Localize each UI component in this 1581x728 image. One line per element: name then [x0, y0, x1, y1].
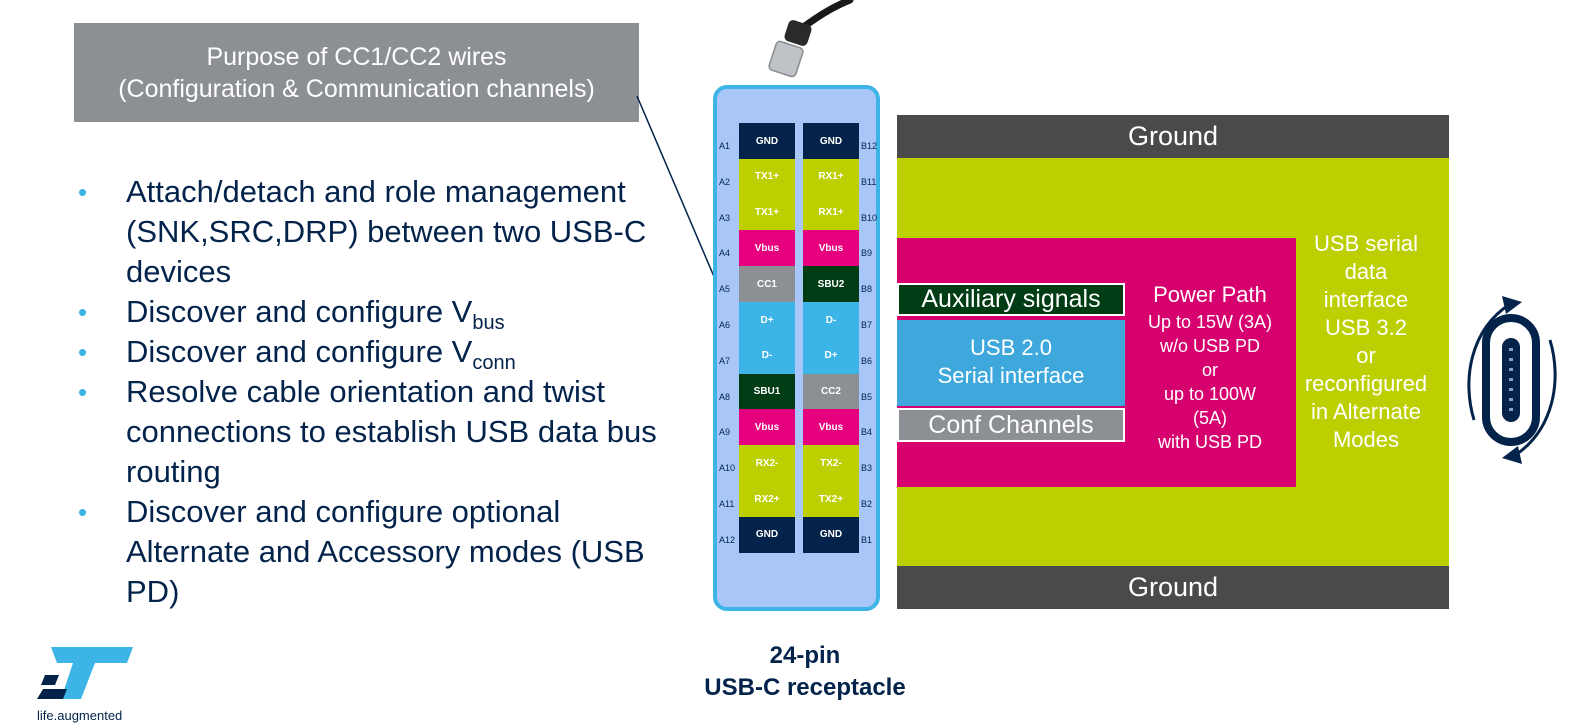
pin-b4: Vbus	[803, 409, 859, 446]
bullet-item: Discover and configure Vconn	[78, 332, 678, 373]
pin-b9: Vbus	[803, 230, 859, 267]
pin-label-right: B2	[861, 499, 873, 509]
pin-label-right: B9	[861, 248, 873, 259]
st-logo-tagline: life.augmented	[37, 708, 123, 723]
pin-label-left: A3	[719, 212, 731, 223]
pin-a10: RX2-	[739, 445, 795, 482]
usb-serial-line: or	[1356, 343, 1376, 368]
pin-a2: TX1+	[739, 158, 795, 196]
pin-label-left: A4	[719, 248, 731, 259]
pin-b3: TX2-	[803, 445, 859, 482]
power-path-line: with USB PD	[1157, 432, 1263, 452]
receptacle-caption: 24-pin USB-C receptacle	[640, 640, 970, 704]
power-path-text: Power Path Up to 15W (3A) w/o USB PD or …	[1130, 280, 1290, 454]
pin-a9: Vbus	[739, 409, 795, 446]
pin-label-left: A6	[719, 320, 731, 330]
power-path-line: Up to 15W (3A)	[1147, 312, 1273, 332]
usb-serial-text: USB serial data interface USB 3.2 or rec…	[1296, 230, 1436, 454]
title-line-1: Purpose of CC1/CC2 wires	[206, 43, 507, 71]
usb-serial-line: reconfigured	[1304, 371, 1428, 396]
st-logo: ST life.augmented	[37, 645, 137, 723]
bullet-item: Resolve cable orientation and twist conn…	[78, 372, 678, 492]
pin-label-left: A9	[719, 427, 731, 438]
usb20-line-2: Serial interface	[937, 363, 1085, 388]
pin-label-left: A1	[719, 141, 731, 151]
pin-label-right: B7	[861, 320, 873, 330]
pin-a4: Vbus	[739, 230, 795, 267]
pin-label-right: B6	[861, 355, 873, 366]
pin-label-right: B8	[861, 284, 873, 295]
pin-a7: D-	[739, 337, 795, 375]
usb-serial-line: in Alternate	[1310, 399, 1422, 424]
bullet-item: Discover and configure Vbus	[78, 292, 678, 333]
pin-b2: TX2+	[803, 481, 859, 518]
pin-label-right: B4	[861, 427, 873, 438]
power-path-line: w/o USB PD	[1159, 336, 1261, 356]
pin-a12: GND	[739, 516, 795, 554]
pin-label-right: B1	[861, 534, 873, 545]
usb-serial-line: Modes	[1332, 427, 1400, 452]
title-box: Purpose of CC1/CC2 wires (Configuration …	[74, 23, 639, 122]
pin-b6: D+	[803, 337, 859, 375]
pin-a8: SBU1	[739, 373, 795, 410]
pin-b8: SBU2	[803, 266, 859, 303]
power-path-line: or	[1201, 360, 1218, 380]
pin-b10: RX1+	[803, 194, 859, 231]
purpose-bullet-list: Attach/detach and role management (SNK,S…	[78, 172, 678, 612]
bullet-item: Discover and configure optional Alternat…	[78, 492, 678, 612]
pin-a3: TX1+	[739, 194, 795, 231]
usb-serial-line: USB 3.2	[1325, 315, 1407, 340]
pin-label-right: B5	[861, 391, 873, 402]
pin-b7: D-	[803, 302, 859, 339]
pin-label-right: B3	[861, 463, 873, 474]
pin-label-right: B12	[861, 141, 878, 151]
caption-line-1: 24-pin	[769, 642, 841, 669]
title-line-2: (Configuration & Communication channels)	[118, 75, 595, 103]
pin-a6: D+	[739, 302, 795, 339]
pin-b12: GND	[803, 123, 859, 160]
auxiliary-signals-block: Auxiliary signals	[897, 283, 1125, 316]
bullet-item: Attach/detach and role management (SNK,S…	[78, 172, 678, 292]
pin-a11: RX2+	[739, 481, 795, 518]
usb-c-cable-icon	[768, 0, 854, 78]
pin-label-left: A7	[719, 355, 731, 366]
pin-label-left: A12	[719, 534, 736, 545]
usb-serial-line: interface	[1323, 287, 1409, 312]
ground-bottom-band: Ground	[897, 566, 1449, 609]
pin-b1: GND	[803, 516, 859, 554]
ground-top-band: Ground	[897, 115, 1449, 158]
power-path-line: up to 100W	[1163, 384, 1257, 404]
st-logo-mark: ST	[37, 647, 133, 699]
caption-line-2: USB-C receptacle	[704, 674, 906, 701]
usb-serial-line: USB serial	[1314, 231, 1418, 256]
usb-serial-line: data	[1344, 259, 1388, 284]
pin-label-left: A8	[719, 391, 731, 402]
reversible-connector-icon	[1467, 296, 1557, 464]
power-path-title: Power Path	[1153, 282, 1267, 307]
usb20-block: USB 2.0 Serial interface	[897, 320, 1125, 406]
pin-label-right: B11	[861, 176, 877, 187]
pin-label-left: A11	[719, 499, 735, 509]
power-path-line: (5A)	[1192, 408, 1227, 428]
pin-label-left: A2	[719, 176, 731, 187]
pin-label-left: A10	[719, 463, 736, 474]
conf-channels-block: Conf Channels	[897, 408, 1125, 442]
pin-label-left: A5	[719, 284, 731, 295]
pin-b11: RX1+	[803, 158, 859, 196]
pin-b5: CC2	[803, 373, 859, 410]
pin-a1: GND	[739, 123, 795, 160]
usb20-line-1: USB 2.0	[970, 335, 1052, 360]
pin-a5: CC1	[739, 266, 795, 303]
pin-label-right: B10	[861, 212, 878, 223]
